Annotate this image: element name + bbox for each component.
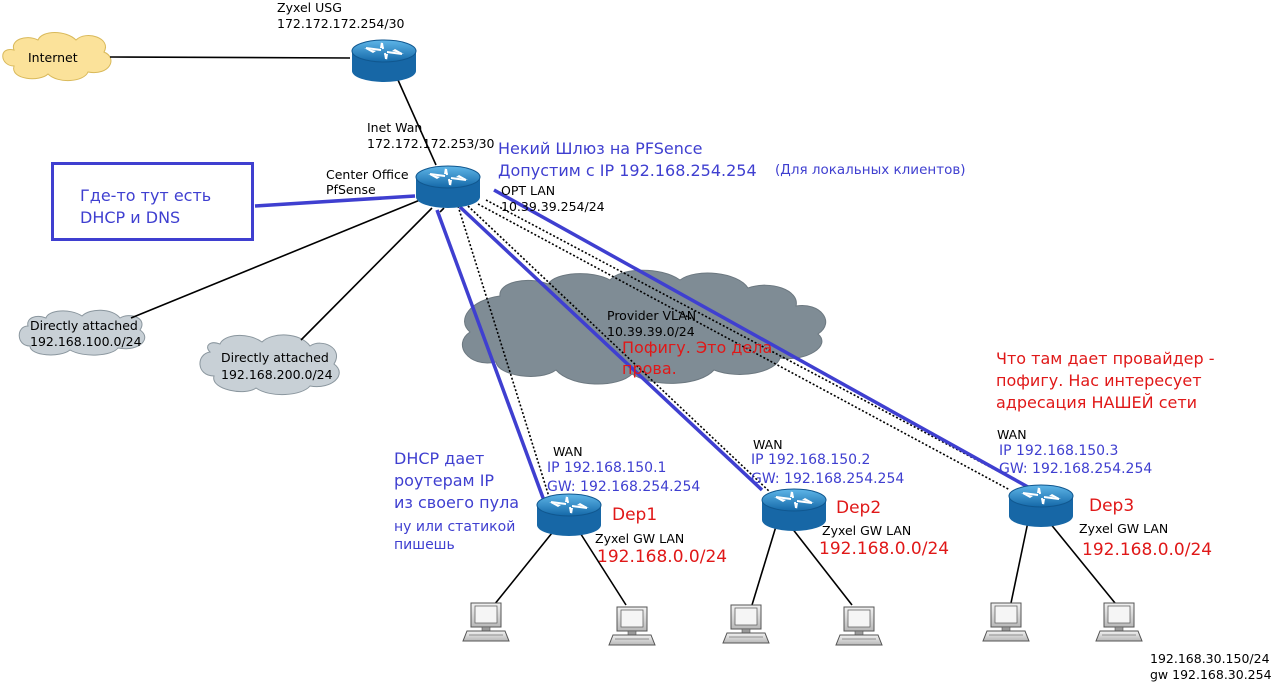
cloud1-line1: Directly attached (30, 318, 138, 333)
provider-vlan-cloud (462, 269, 827, 385)
pc-icon (835, 606, 883, 646)
pc-icon (462, 602, 510, 642)
opt-lan-ip: 10.39.39.254/24 (501, 199, 605, 214)
center-pfsense-router-icon (415, 165, 481, 209)
zyxel-usg-router-icon (351, 39, 417, 83)
blue-annotation-lines (254, 188, 1029, 507)
dep1-router-icon (536, 493, 602, 537)
dep1-ip: IP 192.168.150.1 (547, 460, 667, 476)
dep1-wan-label: WAN (553, 444, 583, 459)
dep1-lan: 192.168.0.0/24 (597, 547, 728, 567)
dep2-lan: 192.168.0.0/24 (819, 539, 950, 559)
directly-attached-cloud-2 (199, 334, 340, 395)
pfsense-label: PfSense (326, 182, 376, 197)
center-office-label: Center Office (326, 167, 409, 182)
isp-note-line3: адресация НАШЕЙ сети (996, 393, 1198, 412)
dep2-name: Dep2 (836, 498, 882, 518)
dhcp-note-small1: ну или статикой (394, 519, 516, 535)
internet-label: Internet (28, 50, 78, 65)
gateway-note-small: (Для локальных клиентов) (775, 162, 966, 178)
dep1-gw: GW: 192.168.254.254 (547, 479, 701, 495)
isp-note-line2: пофигу. Нас интересует (996, 371, 1202, 390)
corner-gw: gw 192.168.30.254 (1150, 667, 1272, 682)
dep3-name: Dep3 (1089, 496, 1135, 516)
directly-attached-cloud-1 (18, 309, 146, 356)
dep3-lan: 192.168.0.0/24 (1082, 540, 1213, 560)
gateway-note-line2: Допустим с IP 192.168.254.254 (498, 161, 757, 180)
inet-wan-ip: 172.172.172.253/30 (367, 136, 495, 151)
dep3-router-icon (1008, 484, 1074, 528)
dep3-wan-label: WAN (997, 427, 1027, 442)
dep3-gw: GW: 192.168.254.254 (999, 461, 1153, 477)
zyxel-usg-ip: 172.172.172.254/30 (277, 16, 405, 31)
dep2-ip: IP 192.168.150.2 (751, 452, 871, 468)
dhcp-note-line2: роутерам IP (394, 471, 495, 490)
pc-icon (1095, 602, 1143, 642)
provider-note-line1: Пофигу. Это дела (622, 338, 773, 357)
cloud2-line1: Directly attached (221, 350, 329, 365)
pc-icon (722, 604, 770, 644)
cloud2-line2: 192.168.200.0/24 (221, 367, 333, 382)
dep1-name: Dep1 (612, 505, 658, 525)
links (109, 56, 1116, 606)
dhcp-note-line1: DHCP дает (394, 449, 485, 468)
cloud1-line2: 192.168.100.0/24 (30, 334, 142, 349)
provider-vlan-label: Provider VLAN (607, 308, 697, 323)
zyxel-usg-name: Zyxel USG (277, 0, 342, 15)
dhcp-dns-callout: Где-то тут есть DHCP и DNS (51, 162, 254, 241)
callout-text: Где-то тут есть DHCP и DNS (80, 186, 212, 227)
dep2-wan-label: WAN (753, 437, 783, 452)
provider-vlan-subnet: 10.39.39.0/24 (607, 324, 695, 339)
pc-icon (608, 606, 656, 646)
provider-note-line2: прова. (622, 359, 677, 378)
opt-lan-label: OPT LAN (501, 183, 556, 198)
dhcp-note-line3: из своего пула (394, 493, 520, 512)
dhcp-note-small2: пишешь (394, 537, 455, 553)
dep2-lan-label: Zyxel GW LAN (822, 523, 912, 538)
dep3-ip: IP 192.168.150.3 (999, 443, 1119, 459)
corner-ip: 192.168.30.150/24 (1150, 651, 1270, 666)
dep2-router-icon (761, 488, 827, 532)
internet-cloud (2, 32, 112, 81)
dep1-lan-label: Zyxel GW LAN (595, 531, 685, 546)
inet-wan-label: Inet Wan (367, 120, 423, 135)
isp-note-line1: Что там дает провайдер - (996, 349, 1215, 368)
dotted-links (457, 199, 1027, 501)
gateway-note-line1: Некий Шлюз на PFSence (498, 139, 703, 158)
dep2-gw: GW: 192.168.254.254 (751, 471, 905, 487)
dep3-lan-label: Zyxel GW LAN (1079, 521, 1169, 536)
pc-icon (982, 602, 1030, 642)
